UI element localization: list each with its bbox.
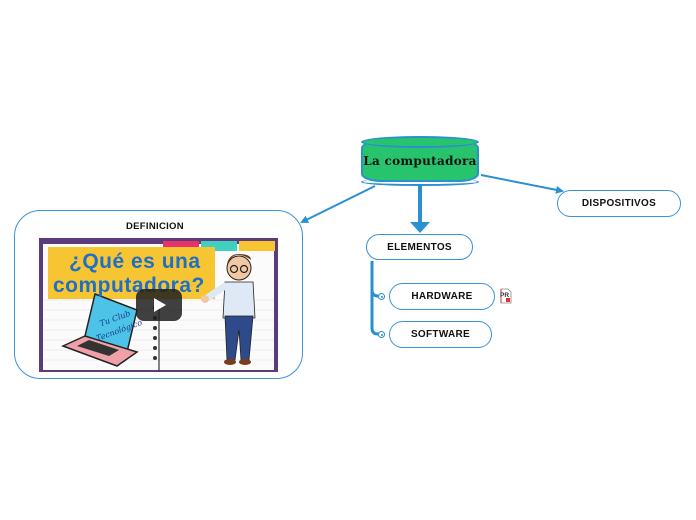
video-thumbnail-art bbox=[39, 238, 278, 372]
connector-root-elementos-head bbox=[410, 222, 430, 233]
pr-file-icon[interactable]: PR bbox=[498, 288, 514, 304]
topic-dispositivos-label: DISPOSITIVOS bbox=[581, 198, 657, 209]
play-icon bbox=[154, 298, 166, 312]
root-topic-label: La computadora bbox=[363, 154, 477, 168]
topic-hardware[interactable]: HARDWARE bbox=[389, 283, 495, 310]
video-thumbnail[interactable]: ¿Qué es una computadora? Tu Club Tecnoló… bbox=[39, 238, 278, 372]
video-title-line1: ¿Qué es una bbox=[69, 250, 201, 273]
root-topic[interactable]: La computadora bbox=[361, 136, 479, 186]
topic-hardware-label: HARDWARE bbox=[411, 291, 473, 302]
connector-hardware bbox=[370, 289, 383, 298]
topic-definicion-label: DEFINICION bbox=[126, 221, 184, 232]
play-button[interactable] bbox=[136, 289, 182, 321]
connector-root-definicion bbox=[300, 185, 376, 223]
svg-text:PR: PR bbox=[500, 292, 509, 299]
connector-root-dispositivos bbox=[480, 174, 564, 194]
topic-software-label: SOFTWARE bbox=[410, 329, 471, 340]
software-connector-dot bbox=[378, 331, 385, 338]
topic-dispositivos[interactable]: DISPOSITIVOS bbox=[557, 190, 681, 217]
hardware-connector-dot bbox=[378, 293, 385, 300]
video-title-line2: computadora? bbox=[53, 274, 205, 297]
connector-elementos-branch bbox=[370, 261, 383, 336]
topic-elementos-label: ELEMENTOS bbox=[387, 241, 452, 253]
topic-software[interactable]: SOFTWARE bbox=[389, 321, 492, 348]
topic-elementos[interactable]: ELEMENTOS bbox=[366, 234, 473, 260]
